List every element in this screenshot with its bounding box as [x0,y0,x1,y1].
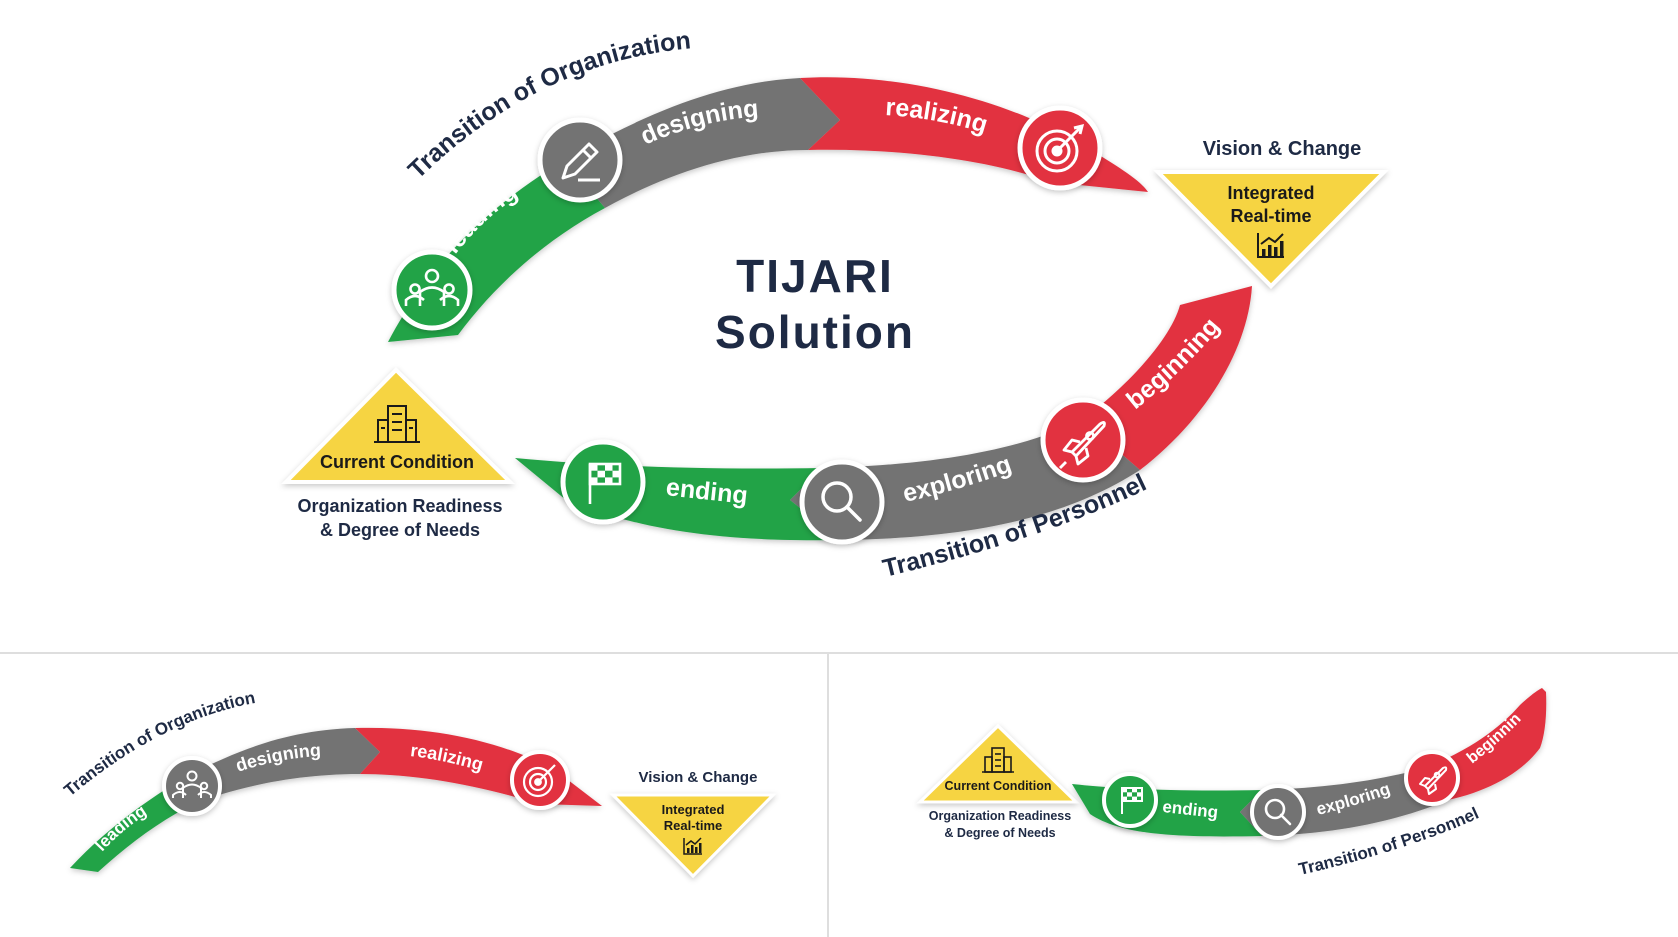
people-icon [391,249,473,331]
flag-icon [560,439,646,525]
small-chart-icon [683,837,702,855]
small-readiness-line1: Organization Readiness [929,809,1071,823]
magnifier-icon [799,459,885,545]
readiness-line1: Organization Readiness [297,496,502,516]
chart-icon [1257,233,1284,258]
integrated-triangle [1153,170,1389,289]
small-readiness-line2: & Degree of Needs [944,826,1055,840]
arrow-segment-designing [565,78,840,208]
readiness-line2: & Degree of Needs [320,520,480,540]
small-building-icon [982,747,1014,773]
center-title-line1: TIJARI [736,250,894,302]
small-rocket-icon [1404,750,1460,806]
pencil-icon [537,117,623,203]
small-vision-change: Vision & Change [639,769,758,786]
integrated-line1: Integrated [1227,183,1314,203]
rocket-icon [1040,397,1126,483]
center-title-line2: Solution [715,306,915,358]
integrated-line2: Real-time [1230,206,1311,226]
small-current-condition-triangle [916,723,1080,804]
building-icon [374,405,420,443]
small-arrow-leading [70,780,198,872]
vision-change-label: Vision & Change [1203,138,1362,160]
main-diagram: leading designing realizing beginning ex… [281,26,1389,583]
small-magnifier-icon [1250,784,1306,840]
small-flag-icon [1102,772,1158,828]
arrow-segment-beginning [1082,286,1252,470]
left-panel-diagram: leading designing realizing Transition o… [60,688,777,879]
small-arrow-designing [180,728,380,802]
small-current-condition-label: Current Condition [945,779,1052,793]
small-people-icon [162,756,222,816]
current-condition-triangle [281,367,515,484]
small-integrated-triangle [609,793,777,879]
small-integrated-line1: Integrated [662,802,725,817]
small-integrated-line2: Real-time [664,818,723,833]
target-icon [1017,105,1103,191]
current-condition-label: Current Condition [320,452,474,472]
small-target-icon [510,750,570,810]
